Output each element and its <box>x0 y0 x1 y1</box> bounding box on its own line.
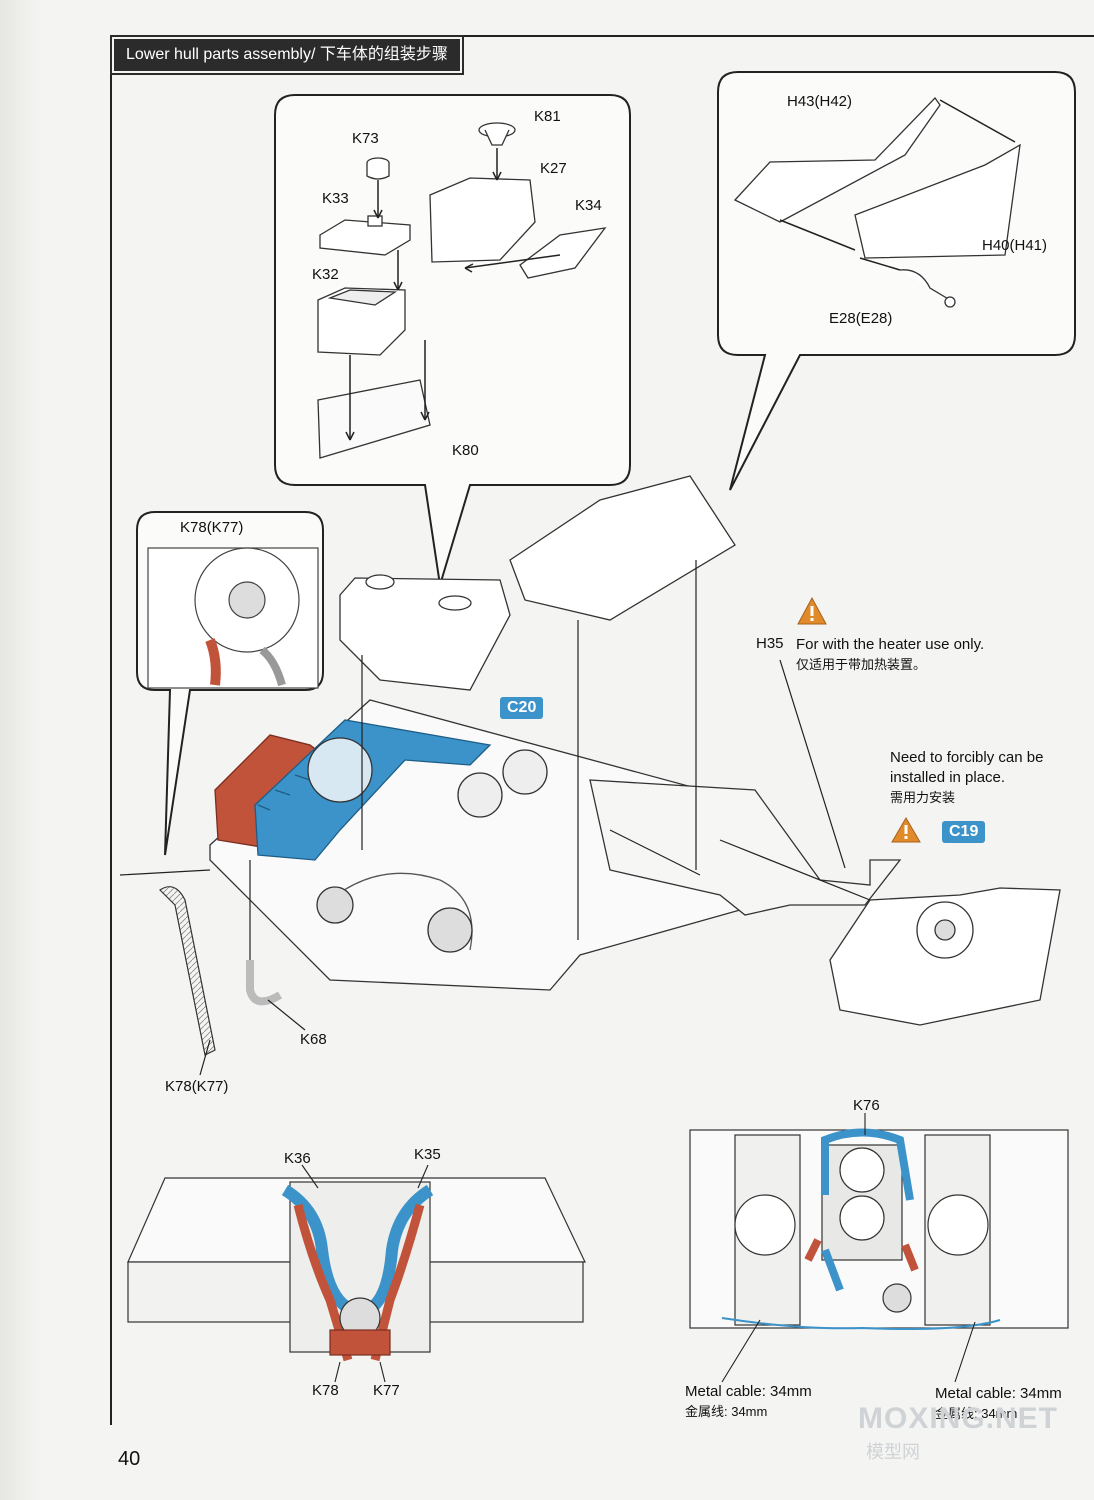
watermark-subtext: 模型网 <box>866 1442 920 1462</box>
cable-note-right: Metal cable: 34mm 金属线: 34mm <box>935 1384 1062 1424</box>
cable-leaders <box>301 1113 976 1383</box>
part-label-k27: K27 <box>540 160 567 177</box>
part-label-k81: K81 <box>534 108 561 125</box>
cable-note-left-en: Metal cable: 34mm <box>685 1383 812 1400</box>
part-label-k35: K35 <box>414 1146 441 1163</box>
cable-note-left-cn: 金属线: 34mm <box>685 1404 768 1419</box>
heater-note: For with the heater use only. 仅适用于带加热装置。 <box>796 635 984 675</box>
exploded-upper-parts <box>339 475 736 691</box>
callout-fuel-tank <box>274 94 631 586</box>
heater-note-cn: 仅适用于带加热装置。 <box>796 657 927 672</box>
part-label-k73: K73 <box>352 130 379 147</box>
part-label-h40: H40(H41) <box>982 237 1048 254</box>
part-label-k78-hose: K78(K77) <box>165 1078 229 1095</box>
warning-triangle-2 <box>891 817 921 843</box>
force-fit-note-en-2: installed in place. <box>890 769 1006 786</box>
part-label-k68: K68 <box>300 1031 327 1048</box>
part-label-k34: K34 <box>575 197 602 214</box>
force-fit-note: Need to forcibly can be installed in pla… <box>890 748 1043 808</box>
frame-top-border <box>110 35 1094 37</box>
part-label-k77: K77 <box>373 1382 400 1399</box>
part-label-k78: K78 <box>312 1382 339 1399</box>
inset-fan-detail <box>147 547 319 689</box>
force-fit-note-en-1: Need to forcibly can be <box>890 749 1044 766</box>
page-number: 40 <box>118 1448 141 1470</box>
cable-note-right-en: Metal cable: 34mm <box>935 1385 1062 1402</box>
front-view-left <box>127 1177 586 1362</box>
callout-heater <box>717 71 1076 491</box>
part-label-e28: E28(E28) <box>829 310 893 327</box>
rear-view-right <box>689 1128 1069 1330</box>
fuel-tank-arrows <box>345 148 561 441</box>
part-label-k76: K76 <box>853 1097 880 1114</box>
leader-lines <box>119 560 871 1076</box>
step-tag-c20: C20 <box>500 697 544 719</box>
part-label-k36: K36 <box>284 1150 311 1167</box>
force-fit-note-cn: 需用力安装 <box>890 790 956 805</box>
radiator-assembly <box>829 887 1061 1026</box>
step-tag-c19: C19 <box>942 821 986 843</box>
cable-note-left: Metal cable: 34mm 金属线: 34mm <box>685 1382 812 1422</box>
part-label-k32: K32 <box>312 266 339 283</box>
part-label-k78-inset: K78(K77) <box>180 519 244 536</box>
main-hull <box>209 699 902 991</box>
frame-left-border <box>110 35 112 1425</box>
heater-parts <box>733 96 1021 308</box>
heater-note-en: For with the heater use only. <box>796 636 985 653</box>
heater-arrows <box>779 99 1016 271</box>
part-label-h35: H35 <box>756 635 784 652</box>
page-title: Lower hull parts assembly/ 下车体的组装步骤 <box>110 35 464 75</box>
part-label-h43: H43(H42) <box>787 93 853 110</box>
hoses <box>159 886 283 1056</box>
part-label-k80: K80 <box>452 442 479 459</box>
page-edge <box>0 0 40 1500</box>
warning-triangle-1 <box>797 596 827 625</box>
part-label-k33: K33 <box>322 190 349 207</box>
cable-note-right-cn: 金属线: 34mm <box>935 1406 1018 1421</box>
watermark-logo: MOXING.NET <box>858 1402 1059 1435</box>
fuel-tank-parts <box>317 122 607 459</box>
